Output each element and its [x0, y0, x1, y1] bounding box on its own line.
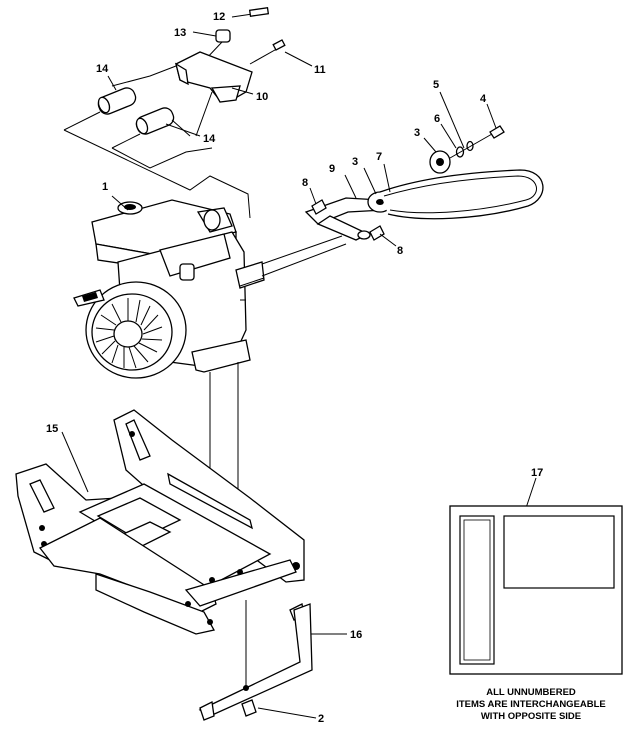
callout-9: 9 [329, 163, 335, 175]
support-bracket [198, 603, 313, 721]
callout-6: 6 [434, 113, 440, 125]
callout-14-upper: 14 [96, 63, 109, 75]
callout-8-lower: 8 [397, 245, 403, 257]
fan-fins [95, 298, 163, 369]
note-line-2: ITEMS ARE INTERCHANGEABLE [456, 699, 606, 710]
callout-1: 1 [102, 181, 108, 193]
leader-lines [61, 75, 537, 719]
callout-15: 15 [46, 423, 58, 435]
callout-4: 4 [480, 93, 487, 105]
bushing-lower [135, 107, 175, 135]
manual-panel [449, 505, 623, 675]
callout-17: 17 [531, 467, 543, 479]
callout-10: 10 [256, 91, 268, 103]
engine [73, 199, 265, 379]
callout-7: 7 [376, 151, 382, 163]
note-line-1: ALL UNNUMBERED [486, 687, 576, 698]
bushing-upper [97, 87, 137, 115]
callout-13: 13 [174, 27, 186, 39]
callout-2: 2 [318, 713, 324, 725]
idler-assembly [239, 125, 544, 287]
callout-14-lower: 14 [203, 133, 216, 145]
callout-3-idler: 3 [352, 156, 358, 168]
note-line-3: WITH OPPOSITE SIDE [481, 711, 581, 722]
callout-8-upper: 8 [302, 177, 308, 189]
callout-12: 12 [213, 11, 225, 23]
mounting-frame [15, 409, 305, 635]
interchangeable-note: ALL UNNUMBERED ITEMS ARE INTERCHANGEABLE… [456, 687, 606, 722]
callout-5: 5 [433, 79, 439, 91]
callout-labels: 1 2 3 3 4 5 6 7 8 8 9 10 11 12 13 14 14 … [46, 11, 543, 725]
callout-3-drive: 3 [414, 127, 420, 139]
callout-11: 11 [314, 64, 326, 76]
callout-16: 16 [350, 629, 362, 641]
